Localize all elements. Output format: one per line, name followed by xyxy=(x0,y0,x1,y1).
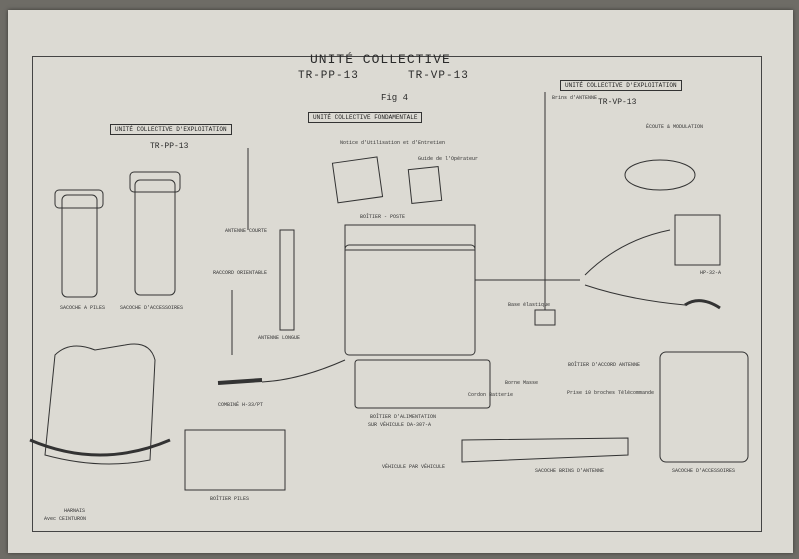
antenne-longue-drawing xyxy=(279,229,295,331)
borne-masse-label: Borne Masse xyxy=(505,380,539,386)
boitier-accord-label: BOÎTIER D'ACCORD ANTENNE xyxy=(568,362,641,368)
guide-drawing xyxy=(407,165,443,205)
sacoche-acc-label: SACOCHE D'ACCESSOIRES xyxy=(120,305,184,311)
casque-drawing xyxy=(624,159,696,191)
base-elastique-label: Base élastique xyxy=(508,302,551,308)
antenne-courte-label: ANTENNE COURTE xyxy=(225,228,268,234)
boitier-piles-label: BOÎTIER PILES xyxy=(210,496,250,502)
boitier-alim-label: BOÎTIER D'ALIMENTATION xyxy=(370,414,437,420)
sacoche-brins-drawing xyxy=(461,437,629,463)
combine-drawing xyxy=(217,378,263,385)
section-center-box: UNITÉ COLLECTIVE FONDAMENTALE xyxy=(308,112,423,123)
figure-label: Fig 4 xyxy=(381,93,409,103)
sacoche-brins-label: SACOCHE BRINS D'ANTENNE xyxy=(535,468,605,474)
brins-label: Brins d'ANTENNE xyxy=(552,95,598,101)
centuron-label: Avec CEINTURON xyxy=(44,516,87,522)
page-title: UNITÉ COLLECTIVE xyxy=(310,52,451,67)
document-sheet xyxy=(8,10,793,553)
hp-label: HP-32-A xyxy=(700,270,722,276)
sacoche-piles-drawing xyxy=(61,194,98,298)
hp-drawing xyxy=(674,214,721,266)
combine-label: COMBINÉ H-33/PT xyxy=(218,402,264,408)
sacoche-piles-label: SACOCHE A PILES xyxy=(60,305,106,311)
harnais-label: HARNAIS xyxy=(64,508,86,514)
sacoche-accessoires-right-drawing xyxy=(659,351,749,463)
section-left-box: UNITÉ COLLECTIVE D'EXPLOITATION xyxy=(110,124,232,135)
section-right-box: UNITÉ COLLECTIVE D'EXPLOITATION xyxy=(560,80,682,91)
subtitle-left: TR-PP-13 xyxy=(298,70,359,82)
boitier-alimentation-drawing xyxy=(354,359,491,409)
section-left-sub: TR-PP-13 xyxy=(150,142,189,151)
guide-label: Guide de l'Opérateur xyxy=(418,156,479,162)
combine-right-drawing xyxy=(684,299,721,310)
boitier-poste-label: BOÎTIER - POSTE xyxy=(360,214,406,220)
drawing-frame xyxy=(32,56,762,532)
sur-vehicule-label: SUR VÉHICULE DA-307-A xyxy=(368,422,432,428)
boitier-piles-drawing xyxy=(184,429,286,491)
cordon-batterie-label: Cordon Batterie xyxy=(468,392,514,398)
section-right-sub: TR-VP-13 xyxy=(598,98,637,107)
antenne-longue-label: ANTENNE LONGUE xyxy=(258,335,301,341)
subtitle-right: TR-VP-13 xyxy=(408,70,469,82)
harnais-drawing xyxy=(44,343,156,465)
ecoute-label: ÉCOUTE & MODULATION xyxy=(646,124,704,130)
prise-label: Prise 10 broches Télécommande xyxy=(567,390,655,396)
notice-label: Notice d'Utilisation et d'Entretien xyxy=(340,140,446,146)
raccord-label: RACCORD ORIENTABLE xyxy=(213,270,268,276)
boitier-poste-drawing xyxy=(344,244,476,356)
notice-drawing xyxy=(331,156,384,204)
sacoche-accessoires-drawing xyxy=(134,179,176,296)
vehicule-note: VÉHICULE PAR VÉHICULE xyxy=(382,464,446,470)
sacoche-acc2-label: SACOCHE D'ACCESSOIRES xyxy=(672,468,736,474)
